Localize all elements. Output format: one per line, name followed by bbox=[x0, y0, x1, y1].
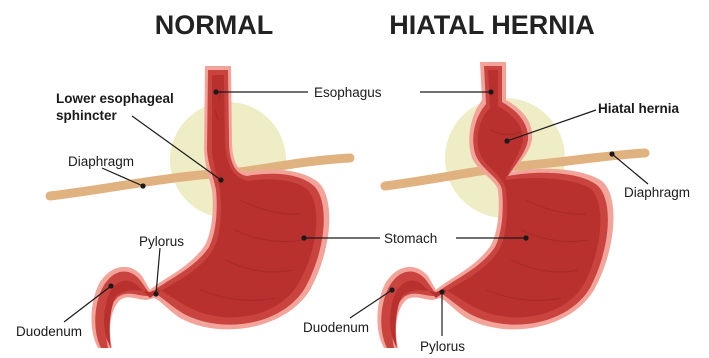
dot-pylorus-right bbox=[439, 289, 444, 294]
label-hiatal-hernia: Hiatal hernia bbox=[598, 101, 680, 116]
label-esophagus: Esophagus bbox=[314, 85, 382, 100]
dot-stomach-right bbox=[523, 235, 528, 240]
label-duodenum-left: Duodenum bbox=[16, 324, 82, 339]
label-diaphragm-right: Diaphragm bbox=[624, 185, 690, 200]
label-pylorus-right: Pylorus bbox=[420, 339, 465, 354]
dot-diaphragm-right bbox=[609, 151, 614, 156]
dot-esophagus-left bbox=[213, 89, 218, 94]
label-stomach: Stomach bbox=[384, 231, 437, 246]
dot-duodenum-left bbox=[108, 283, 113, 288]
dot-stomach-left bbox=[301, 235, 306, 240]
label-pylorus-left: Pylorus bbox=[139, 234, 184, 249]
label-duodenum-right: Duodenum bbox=[303, 320, 369, 335]
title-hiatal-hernia: HIATAL HERNIA bbox=[389, 10, 595, 40]
label-lower-esophageal-line1: Lower esophageal bbox=[56, 91, 174, 106]
label-lower-esophageal-line2: sphincter bbox=[56, 108, 118, 123]
dot-diaphragm-left bbox=[140, 183, 145, 188]
dot-les bbox=[218, 177, 223, 182]
dot-hiatal-hernia bbox=[504, 138, 509, 143]
title-normal: NORMAL bbox=[155, 10, 273, 40]
label-diaphragm-left: Diaphragm bbox=[68, 154, 134, 169]
dot-pylorus-left bbox=[153, 291, 158, 296]
dot-esophagus-right bbox=[488, 89, 493, 94]
dot-duodenum-right bbox=[389, 287, 394, 292]
